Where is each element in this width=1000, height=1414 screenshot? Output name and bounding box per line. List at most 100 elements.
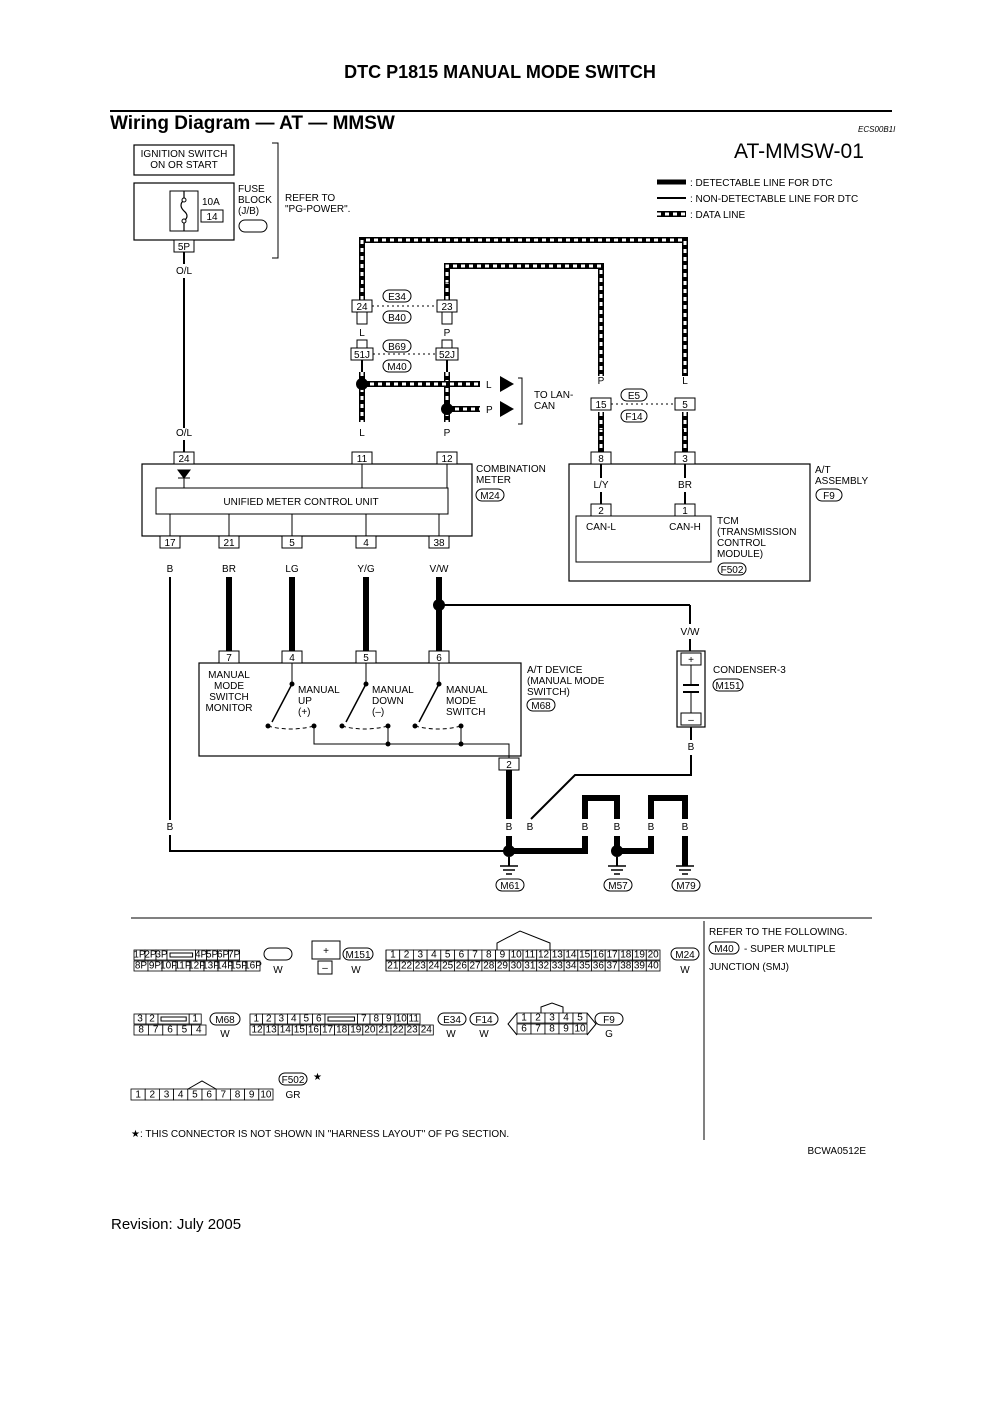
switch-blade-down [345, 683, 367, 723]
connector-tag-m4 [238, 219, 268, 233]
connector-tag-m57 [603, 878, 633, 892]
f9-housing-key [540, 1002, 564, 1013]
connector-tag-b40 [382, 310, 412, 324]
fuse-block-line2: BLOCK [238, 195, 272, 206]
f502-view-pin-label: 9 [249, 1090, 255, 1101]
connector-tag-e5 [620, 388, 648, 402]
cm-pin-4-box [355, 535, 377, 549]
m4-view-pin-label: 15P [230, 961, 248, 972]
wire-color-p: P [598, 376, 605, 387]
fuse-number-box [200, 209, 224, 223]
mode-line3: SWITCH [446, 707, 485, 718]
ignition-switch-box [133, 144, 235, 176]
e34-view-pin-label: 23 [407, 1025, 419, 1036]
wire-color-b: B [167, 822, 174, 833]
cm-pin-38: 38 [433, 538, 445, 549]
wire-color-p: P [598, 428, 605, 439]
e34-view-pin-label: 15 [294, 1025, 306, 1036]
at-assembly-line1: A/T [815, 465, 831, 476]
connector-tag-f14 [620, 409, 648, 423]
e34-view-pin-label: 9 [386, 1014, 392, 1025]
connector-tag-e34 [382, 289, 412, 303]
diagram-id: AT-MMSW-01 [734, 140, 864, 163]
connector-tag-m68-text: M68 [531, 701, 551, 712]
m24-view-pin-label: 26 [456, 961, 468, 972]
page-title: DTC P1815 MANUAL MODE SWITCH [344, 62, 656, 82]
connector-tag-m68-text: M68 [215, 1015, 235, 1026]
c-pin-minus: – [688, 715, 694, 726]
junction-dot [458, 741, 464, 747]
lan-wire-p: P [486, 405, 493, 416]
wire-color-br: BR [678, 480, 692, 491]
e34-view-cell [324, 1013, 358, 1025]
f502-view-cell [258, 1088, 274, 1101]
m151-pin [317, 960, 333, 975]
m68-view-pin-label: 1 [192, 1014, 198, 1025]
m24-view-pin-label: 20 [648, 950, 660, 961]
f502-view-pin-label: 7 [221, 1090, 227, 1101]
connector-tag-f9 [594, 1012, 624, 1026]
d-pin-7-box [218, 650, 240, 664]
mode-line1: MANUAL [446, 685, 488, 696]
m24-view-pin-label: 32 [538, 961, 550, 972]
grounds: B B B B B B M61 M57 M79 [495, 770, 701, 892]
f502-housing-key [187, 1080, 217, 1090]
connector-tag-m40-text: M40 [387, 362, 407, 373]
fuse-icon [180, 191, 188, 231]
wire-color-b: B [167, 564, 174, 575]
f502-view-pin-label: 3 [164, 1090, 170, 1101]
m24-view-pin-label: 23 [415, 961, 427, 972]
m24-view-pin-label: 39 [634, 961, 646, 972]
pin-15: 15 [595, 400, 607, 411]
m24-view-pin-label: 13 [552, 950, 564, 961]
fuse-block-line1: FUSE [238, 184, 265, 195]
wire-color-p: P [444, 428, 451, 439]
e34-view-pin-label: 3 [278, 1014, 284, 1025]
f14-color: W [479, 1029, 489, 1040]
m24-view-pin-label: 3 [417, 950, 423, 961]
e34-view-pin-label: 11 [409, 1014, 420, 1025]
f9-view-pin-label: 5 [577, 1013, 583, 1024]
d-pin-6: 6 [436, 653, 442, 664]
m24-view-pin-label: 2 [404, 950, 410, 961]
up-line3: (+) [298, 707, 311, 718]
splice-dot [611, 845, 623, 857]
at-device-line1: A/T DEVICE [527, 665, 583, 676]
f502-view-pin-label: 8 [235, 1090, 241, 1101]
pin-8: 8 [598, 454, 604, 465]
document-code: ECS00B1I [858, 125, 896, 134]
m151-plus: + [323, 946, 329, 957]
cm-pin-17: 17 [164, 538, 176, 549]
connector-tag-m68 [209, 1012, 241, 1026]
pin-socket [356, 339, 368, 349]
switch-blade-up [271, 683, 293, 723]
connector-tag-f9 [815, 488, 843, 502]
m4-view-key [169, 952, 194, 958]
wire-color-lg: LG [285, 564, 299, 575]
d-pin-4: 4 [289, 653, 295, 664]
arrow-right-icon [500, 401, 514, 417]
lan-wire-l: L [486, 380, 492, 391]
m4-view-pin-label: 12P [188, 961, 206, 972]
footnote: ★: THIS CONNECTOR IS NOT SHOWN IN "HARNE… [131, 1129, 509, 1140]
connector-tag-f9-text: F9 [603, 1015, 615, 1026]
unified-meter-unit-label: UNIFIED METER CONTROL UNIT [223, 497, 378, 508]
e34-view-pin-label: 13 [266, 1025, 278, 1036]
connector-tag-m61-text: M61 [500, 881, 520, 892]
m68-view-pin-label: 7 [153, 1025, 159, 1036]
e34-view-key [327, 1016, 355, 1022]
e34-view-pin-label: 8 [373, 1014, 379, 1025]
m68-view-pin-label: 8 [138, 1025, 144, 1036]
figure-code: BCWA0512E [807, 1146, 866, 1157]
m24-view-pin-label: 5 [445, 950, 451, 961]
connector-tag-e34 [437, 1012, 467, 1026]
connector-tag-m151-text: M151 [715, 681, 740, 692]
f9-view-pin-label: 7 [535, 1024, 541, 1035]
f9-view-pin-label: 8 [549, 1024, 555, 1035]
connector-tag-e34-text: E34 [443, 1015, 461, 1026]
e34-view-pin-label: 10 [396, 1014, 408, 1025]
c-pin-plus: + [688, 655, 694, 666]
wire-color-b: B [682, 822, 689, 833]
m24-view-pin-label: 25 [442, 961, 454, 972]
